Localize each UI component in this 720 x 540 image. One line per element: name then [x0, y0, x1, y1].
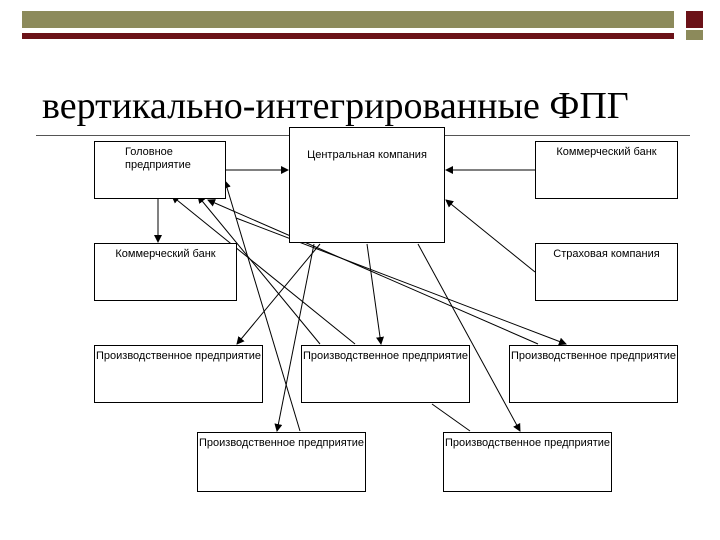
node-central-company: Центральная компания [289, 127, 445, 243]
node-production-enterprise-1: Производственное предприятие [94, 345, 263, 403]
arrow-central-to-prod-4 [274, 243, 315, 432]
node-commercial-bank-right: Коммерческий банк [535, 141, 678, 199]
arrow-prod-3-to-head [207, 199, 539, 345]
node-commercial-bank-right-label: Коммерческий банк [556, 146, 657, 158]
node-head-enterprise-label: Головное предприятие [125, 146, 191, 171]
node-production-enterprise-1-label: Производственное предприятие [95, 350, 261, 362]
arrow-central-to-prod-5 [417, 243, 521, 432]
header-bar-bottom [22, 33, 674, 39]
node-production-enterprise-5: Производственное предприятие [443, 432, 612, 492]
node-insurance-company-label: Страховая компания [553, 248, 660, 260]
arrow-prod-2-to-head [171, 195, 356, 345]
node-insurance-company: Страховая компания [535, 243, 678, 301]
node-production-enterprise-4: Производственное предприятие [197, 432, 366, 492]
arrow-prod-4-to-head [223, 180, 301, 432]
node-production-enterprise-3-label: Производственное предприятие [510, 350, 676, 362]
node-commercial-bank-left-label: Коммерческий банк [115, 248, 216, 260]
page-title: вертикально-интегрированные ФПГ [42, 85, 629, 127]
node-production-enterprise-5-label: Производственное предприятие [444, 437, 610, 449]
node-head-enterprise: Головное предприятие [94, 141, 226, 199]
header-bar-top [22, 11, 674, 28]
node-commercial-bank-left: Коммерческий банк [94, 243, 237, 301]
line-prod-5-to-head [431, 403, 471, 432]
node-central-company-label: Центральная компания [307, 149, 427, 161]
arrow-insurance-to-central [445, 199, 536, 273]
node-production-enterprise-2-label: Производственное предприятие [302, 350, 468, 362]
node-production-enterprise-2: Производственное предприятие [301, 345, 470, 403]
corner-square-top [686, 11, 703, 28]
line-prod-2-to-head [197, 195, 321, 345]
node-production-enterprise-3: Производственное предприятие [509, 345, 678, 403]
node-production-enterprise-4-label: Производственное предприятие [198, 437, 364, 449]
corner-square-bottom [686, 30, 703, 40]
arrow-central-to-prod-2 [366, 243, 384, 345]
